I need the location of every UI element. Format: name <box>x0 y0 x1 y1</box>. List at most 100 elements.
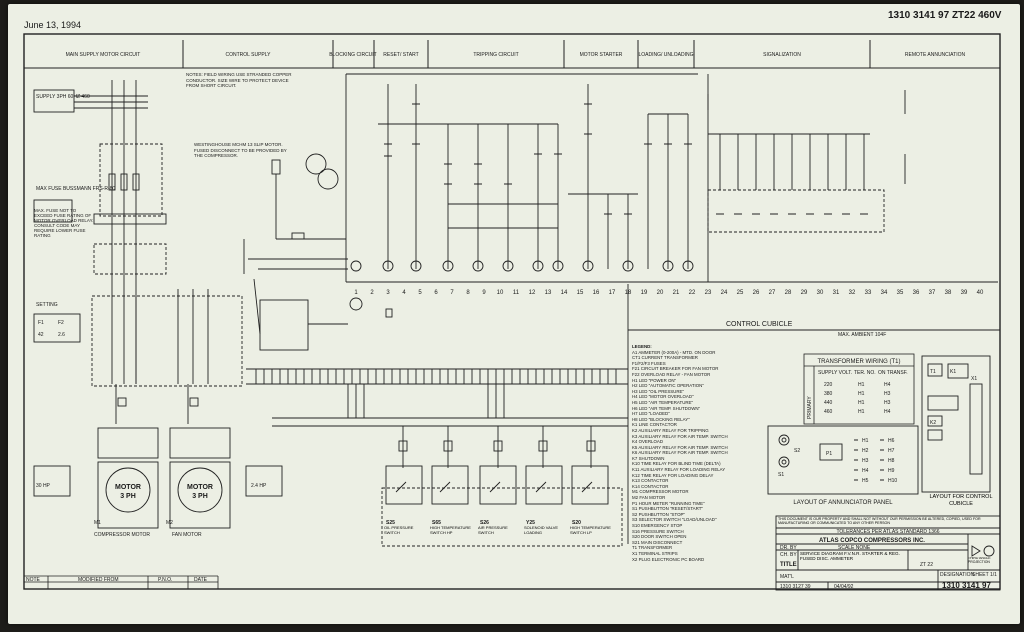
control-circuit <box>243 73 1000 547</box>
annunciator-s2: S2 <box>794 448 800 454</box>
legend-item: K12 TIME RELAY FOR LOADING DELAY <box>632 472 714 478</box>
led-h5: H5 <box>862 478 869 484</box>
fuse-label: MAX FUSE BUSSMANN FRS-R-80 <box>36 186 115 192</box>
cubicle-k2: K2 <box>930 420 936 426</box>
legend-item: CT1 CURRENT TRANSFORMER <box>632 355 698 361</box>
terminal-15: 15 <box>577 290 584 296</box>
revision-note: NOTE <box>26 577 41 583</box>
switch-s26-id: S26 <box>480 520 489 526</box>
terminal-26: 26 <box>753 290 760 296</box>
terminal-29: 29 <box>801 290 808 296</box>
led-h2: H2 <box>862 448 869 454</box>
terminal-38: 38 <box>945 290 952 296</box>
terminal-24: 24 <box>721 290 728 296</box>
section-tripping: TRIPPING CIRCUIT <box>473 52 518 58</box>
tw-r3c2: H3 <box>884 400 891 406</box>
annunciator-caption: LAYOUT OF ANNUNCIATOR PANEL <box>793 500 893 506</box>
motor2-sub: 3 PH <box>192 493 208 500</box>
motor1-label: MOTOR <box>115 484 141 491</box>
motor1-caption: COMPRESSOR MOTOR <box>94 532 150 538</box>
tw-r2c0: 380 <box>824 391 833 397</box>
fuse-note: MAX. FUSE NOT TO EXCEED FUSE RATING OF M… <box>34 208 94 238</box>
section-loading: LOADING/ UNLOADING <box>638 52 693 58</box>
terminal-37: 37 <box>929 290 936 296</box>
motor2-caption: FAN MOTOR <box>172 532 202 538</box>
legend-item: S10 EMERGENCY STOP <box>632 523 683 528</box>
sheet-date: June 13, 1994 <box>24 20 82 30</box>
legend-title: LEGEND: <box>632 344 652 349</box>
setting-v1: 42 <box>38 332 44 338</box>
switch-s25-id: S25 <box>386 520 395 526</box>
setting-v2: 2.6 <box>58 332 65 338</box>
legend-item: M1 COMPRESSOR MOTOR <box>632 489 689 495</box>
diagram-sheet: June 13, 1994 1310 3141 97 ZT22 460V MAI… <box>8 4 1020 624</box>
notes-wrap: NOTES: FIELD WIRING USE STRANDED COPPER … <box>186 72 292 88</box>
led-h6: H6 <box>888 438 895 444</box>
title-sheet: SHEET 1/1 <box>972 572 997 578</box>
legend-wrap: LEGEND: A1 AMMETER (0-200A) - MTD. ON DO… <box>632 344 772 562</box>
legend-item: K4 OVERLOAD <box>632 439 663 445</box>
tw-r4c1: H1 <box>858 409 865 415</box>
revision-block-frame <box>24 575 219 589</box>
legend-item: F21 CIRCUIT BREAKER FOR FAN MOTOR <box>632 366 719 372</box>
legend-item: H2 LED "AUTOMATIC OPERATION" <box>632 383 704 389</box>
title-notice: THIS DOCUMENT IS OUR PROPERTY AND SHALL … <box>778 517 981 525</box>
tw-h1: TER. NO. <box>854 370 876 376</box>
max-ambient: MAX. AMBIENT 104F <box>838 332 886 338</box>
third-angle-label: THIRD ANGLE PROJECTION <box>968 557 991 564</box>
setting-f1: F1 <box>38 320 44 326</box>
legend: LEGEND: A1 AMMETER (0-200A) - MTD. ON DO… <box>632 344 772 562</box>
legend-item: K1 LINE CONTACTOR <box>632 422 677 428</box>
switch-s26-label: AIR PRESSURE SWITCH <box>478 526 508 535</box>
revision-modified-from: MODIFIED FROM <box>78 577 119 583</box>
legend-item: S16 PRESSURE SWITCH <box>632 528 684 534</box>
title-block-frame <box>775 515 1001 591</box>
terminal-33: 33 <box>865 290 872 296</box>
legend-item: H6 LED "AIR TEMP. SHUTDOWN" <box>632 405 701 411</box>
switch-s20-label: HIGH TEMPERATURE SWITCH LP <box>570 526 611 535</box>
annunciator-panel <box>767 425 919 495</box>
switch-s25-label: OIL PRESSURE SWITCH <box>384 526 414 535</box>
legend-item: H3 LED "OIL PRESSURE" <box>632 388 684 394</box>
title-model: ZT 22 <box>920 562 933 568</box>
drawing-border <box>23 33 1001 590</box>
led-h9: H9 <box>888 468 895 474</box>
legend-item: K14 CONTACTOR <box>632 483 669 489</box>
overload-box <box>91 295 243 387</box>
title-date-val: 04/04/92 <box>834 584 854 590</box>
motor2-symbol <box>177 467 223 513</box>
terminal-10: 10 <box>497 290 504 296</box>
setting-label: SETTING <box>36 302 58 308</box>
cubicle-layout <box>921 355 991 493</box>
terminal-7: 7 <box>450 290 454 296</box>
transformer-table-frame <box>803 353 915 425</box>
section-main-supply: MAIN SUPPLY MOTOR CIRCUIT <box>66 52 141 58</box>
disconnect-box <box>99 143 163 217</box>
terminal-40: 40 <box>977 290 984 296</box>
revision-date: DATE <box>194 577 208 583</box>
legend-item: S21 MAIN DISCONNECT <box>632 539 683 545</box>
led-h4: H4 <box>862 468 869 474</box>
terminal-31: 31 <box>833 290 840 296</box>
terminal-25: 25 <box>737 290 744 296</box>
title-number: 1310 3141 97 <box>942 581 991 590</box>
annunciator-s1: S1 <box>778 472 784 478</box>
title-designation: DESIGNATION <box>940 572 974 578</box>
tw-r2c1: H1 <box>858 391 865 397</box>
legend-item: K13 CONTACTOR <box>632 478 669 484</box>
tw-r4c0: 460 <box>824 409 833 415</box>
terminal-19: 19 <box>641 290 648 296</box>
legend-item: K7 SHUTDOWN <box>632 455 665 461</box>
terminal-18: 18 <box>625 290 632 296</box>
terminal-34: 34 <box>881 290 888 296</box>
title-scale: SCALE NONE <box>838 545 871 551</box>
westinghouse-note: WESTINGHOUSE MCHM 13 SLIP MOTOR. FUSED D… <box>194 142 287 158</box>
terminal-6: 6 <box>434 290 438 296</box>
led-h10: H10 <box>888 478 897 484</box>
terminal-22: 22 <box>689 290 696 296</box>
title-label: TITLE <box>780 562 797 568</box>
westinghouse-wrap: WESTINGHOUSE MCHM 13 SLIP MOTOR. FUSED D… <box>194 142 287 158</box>
annunciator-p1: P1 <box>826 451 832 457</box>
title-ch-by: CH. BY <box>780 552 797 558</box>
section-blocking: BLOCKING CIRCUIT <box>329 52 377 58</box>
